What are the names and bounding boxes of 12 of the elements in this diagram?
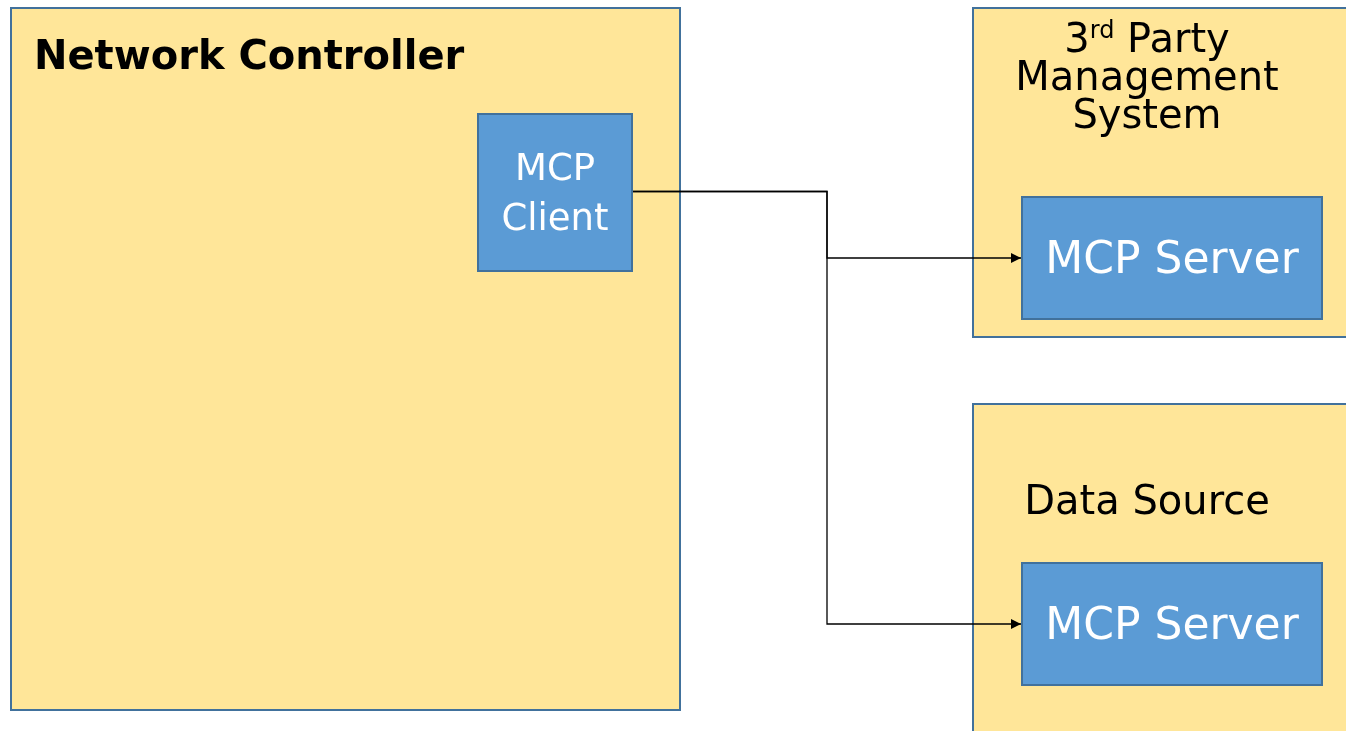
server-box	[1021, 196, 1323, 320]
container-box	[972, 403, 1346, 731]
heading-text: Data Source	[1023, 477, 1271, 523]
server-box	[1021, 562, 1323, 686]
container-box	[972, 7, 1346, 338]
container-box	[10, 7, 681, 711]
box-label: MCP Server	[1045, 599, 1299, 649]
heading-text: Network Controller	[34, 31, 466, 80]
client-box	[477, 113, 633, 272]
box-label: MCP Client	[500, 144, 610, 241]
box-label: MCP Server	[1045, 233, 1299, 283]
connector-arrow	[632, 190, 1022, 630]
